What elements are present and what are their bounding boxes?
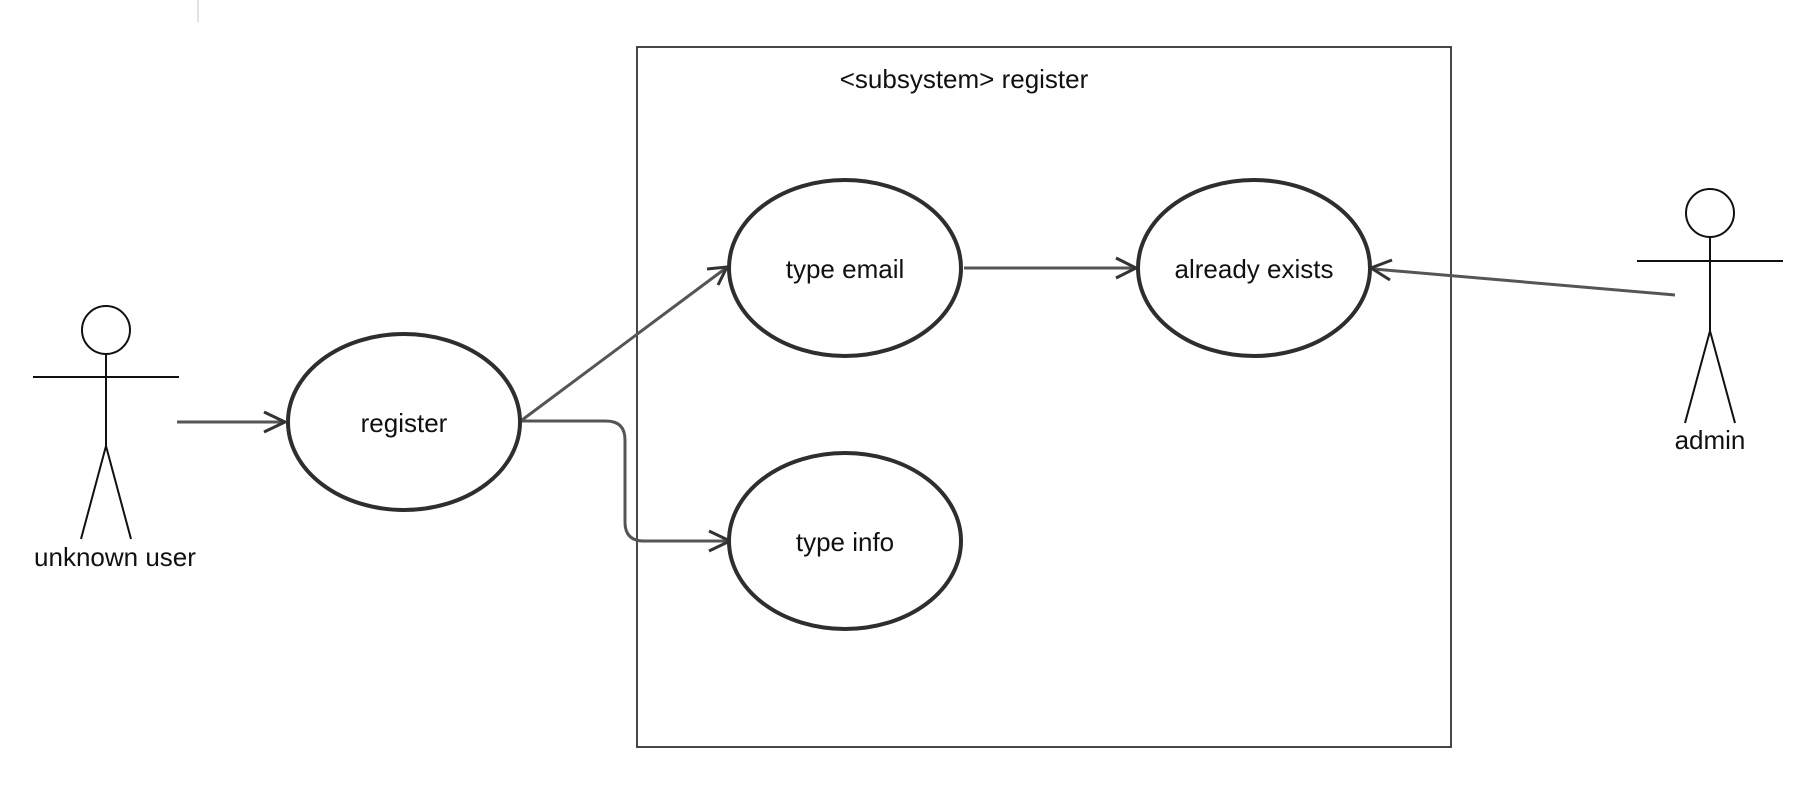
flow-register-to-type-email — [521, 266, 727, 422]
association-admin-already-exists — [1373, 267, 1676, 297]
use-case-type-email: type email — [727, 178, 963, 358]
use-case-type-info: type info — [727, 451, 963, 631]
arrowhead-type-email — [706, 265, 730, 286]
use-case-register: register — [286, 332, 522, 512]
subsystem-title: <subsystem> register — [840, 64, 1089, 94]
actor-admin-head — [1685, 188, 1735, 238]
actor-unknown-user-head — [81, 305, 131, 355]
use-case-register-label: register — [361, 408, 448, 438]
actor-admin-right-leg — [1709, 330, 1736, 424]
use-case-already-exists: already exists — [1136, 178, 1372, 358]
use-case-type-email-label: type email — [786, 254, 905, 284]
actor-unknown-user-left-leg — [80, 445, 107, 540]
subsystem-boundary — [636, 46, 1452, 748]
actor-unknown-user-right-leg — [105, 445, 132, 540]
flow-register-to-type-info — [522, 419, 727, 543]
actor-admin: admin — [1637, 188, 1783, 455]
use-case-register-shape — [286, 332, 522, 512]
use-case-already-exists-label: already exists — [1175, 254, 1334, 284]
arrowhead-register — [263, 410, 289, 434]
use-case-type-email-shape — [727, 178, 963, 358]
use-case-already-exists-shape — [1136, 178, 1372, 358]
actor-admin-left-leg — [1684, 330, 1711, 424]
actor-unknown-user: unknown user — [33, 305, 196, 572]
actor-admin-label: admin — [1675, 425, 1746, 455]
use-case-type-info-shape — [727, 451, 963, 631]
use-case-type-info-label: type info — [796, 527, 894, 557]
actor-unknown-user-label: unknown user — [34, 542, 196, 572]
